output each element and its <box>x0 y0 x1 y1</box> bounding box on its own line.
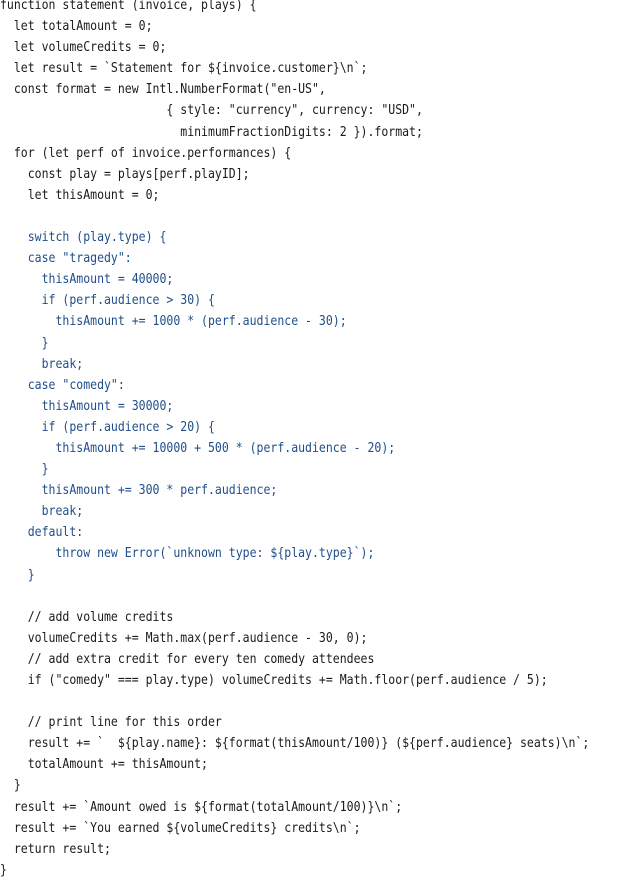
code-line-highlighted: switch (play.type) { <box>0 230 167 246</box>
code-line: minimumFractionDigits: 2 }).format; <box>0 124 423 140</box>
code-line-highlighted: case "comedy": <box>0 377 125 393</box>
code-line: volumeCredits += Math.max(perf.audience … <box>0 630 368 646</box>
code-line-highlighted: thisAmount += 10000 + 500 * (perf.audien… <box>0 440 396 456</box>
code-listing: function statement (invoice, plays) { le… <box>0 0 590 878</box>
code-line: const format = new Intl.NumberFormat("en… <box>0 82 326 98</box>
code-line-highlighted: thisAmount += 1000 * (perf.audience - 30… <box>0 314 347 330</box>
code-line <box>0 586 547 607</box>
code-line: // add volume credits <box>0 609 174 625</box>
code-line: for (let perf of invoice.performances) { <box>0 145 292 161</box>
code-line-highlighted: if (perf.audience > 20) { <box>0 419 215 435</box>
code-line: totalAmount += thisAmount; <box>0 757 208 773</box>
code-line: result += `You earned ${volumeCredits} c… <box>0 820 361 836</box>
code-line-highlighted: break; <box>0 504 84 520</box>
code-line-highlighted: } <box>0 567 35 583</box>
code-line-highlighted: } <box>0 462 49 478</box>
code-line: let result = `Statement for ${invoice.cu… <box>0 61 368 77</box>
code-line <box>0 691 547 712</box>
code-line-highlighted: if (perf.audience > 30) { <box>0 293 215 309</box>
code-line: let thisAmount = 0; <box>0 187 160 203</box>
code-line-highlighted: thisAmount = 30000; <box>0 398 174 414</box>
code-line-highlighted: case "tragedy": <box>0 251 132 267</box>
code-line: function statement (invoice, plays) { <box>0 0 257 13</box>
code-line-highlighted: break; <box>0 356 84 372</box>
code-line: } <box>0 862 7 878</box>
code-line: } <box>0 778 21 794</box>
code-line: let volumeCredits = 0; <box>0 40 167 56</box>
code-line: // print line for this order <box>0 715 222 731</box>
code-line-highlighted: } <box>0 335 49 351</box>
code-line: let totalAmount = 0; <box>0 19 153 35</box>
code-line-highlighted: thisAmount = 40000; <box>0 272 174 288</box>
code-line: if ("comedy" === play.type) volumeCredit… <box>0 673 548 688</box>
code-line-highlighted: throw new Error(`unknown type: ${play.ty… <box>0 546 375 562</box>
code-line: result += `Amount owed is ${format(total… <box>0 799 403 815</box>
code-line-highlighted: thisAmount += 300 * perf.audience; <box>0 483 278 499</box>
code-line: // add extra credit for every ten comedy… <box>0 651 375 667</box>
code-line-highlighted: default: <box>0 525 84 541</box>
code-line: return result; <box>0 841 111 857</box>
code-line: const play = plays[perf.playID]; <box>0 166 250 182</box>
code-line: { style: "currency", currency: "USD", <box>0 103 423 119</box>
code-line <box>0 206 547 227</box>
code-line: result += ` ${play.name}: ${format(thisA… <box>0 736 590 752</box>
